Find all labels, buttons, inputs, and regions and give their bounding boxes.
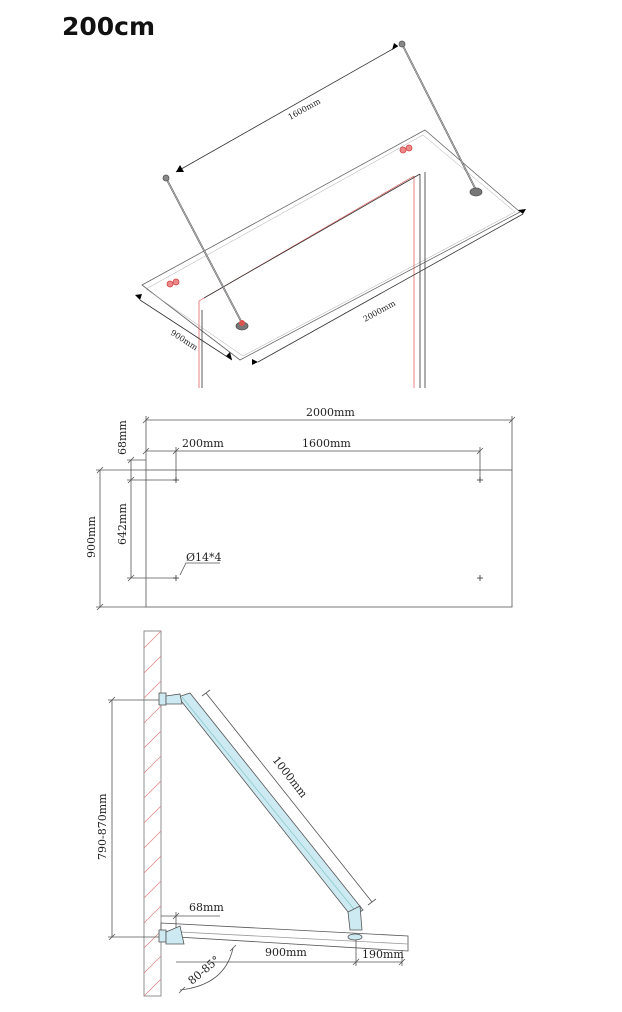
side-label-height: 790-870mm [96,793,109,860]
plan-label-holes-v: 642mm [116,503,129,545]
mounting-hole [173,477,179,483]
side-view [108,630,409,997]
wall-bracket-bottom [158,925,185,945]
door-frame [201,172,426,388]
perspective-label-2000: 2000mm [362,298,398,323]
side-label-rod: 1000mm [270,754,311,801]
plan-label-hole: Ø14*4 [186,551,222,564]
side-label-900: 900mm [265,946,307,959]
side-label-68: 68mm [189,901,224,914]
side-support-rod [177,692,364,918]
perspective-view [135,40,526,388]
plan-label-spacing: 1600mm [302,437,351,450]
support-rod-left [162,174,249,331]
side-label-190: 190mm [362,948,404,961]
plan-label-offset: 200mm [182,437,224,450]
angle-arc [179,947,234,991]
top-connector [158,692,183,706]
plan-label-top: 68mm [116,420,129,455]
mounting-hole [173,575,179,581]
wall-bracket-right [399,144,413,154]
page-title: 200cm [62,12,156,41]
support-rod-right [398,40,483,197]
plan-label-width: 2000mm [306,406,355,419]
mounting-hole [477,477,483,483]
wall [143,630,162,997]
perspective-label-1600: 1600mm [287,96,323,121]
mounting-hole [477,575,483,581]
wall-hatch [143,630,162,997]
perspective-label-900: 900mm [169,328,200,352]
plan-panel [145,469,513,608]
wall-bracket-left [166,278,180,288]
plan-view [96,416,516,611]
canopy-panel [141,129,521,361]
side-label-angle: 80-85° [186,953,223,987]
plan-label-depth: 900mm [85,516,98,558]
bottom-connector [347,905,363,941]
